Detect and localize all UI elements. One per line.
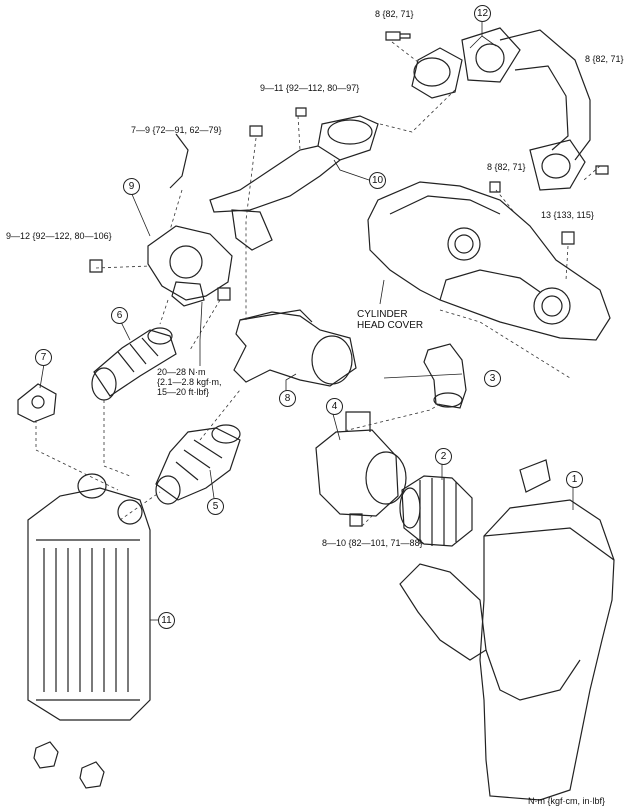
cylinder-head-cover <box>367 181 611 341</box>
torque-bolt-top-center: 9—11 {92—112, 80—97} <box>260 83 360 93</box>
callout-4: 4 <box>326 398 343 415</box>
callout-1: 1 <box>566 471 583 488</box>
part-12-air-pipe <box>411 27 591 191</box>
torque-bolt-left-mid: 9—12 {92—122, 80—106} <box>6 231 112 241</box>
torque-bolt-cover: 8 {82, 71} <box>487 162 526 172</box>
torque-bolt-12-left: 8 {82, 71} <box>375 9 414 19</box>
torque-nut-center: 20—28 N·m {2.1—2.8 kgf·m, 15—20 ft·lbf} <box>157 367 222 397</box>
part-11-intercooler <box>27 473 151 789</box>
part-3-small-hose <box>423 343 467 409</box>
cylinder-head-cover-label: CYLINDER HEAD COVER <box>357 309 424 331</box>
callout-8: 8 <box>279 390 296 407</box>
callout-5: 5 <box>207 498 224 515</box>
callout-11: 11 <box>158 612 175 629</box>
part-6-hose <box>91 327 177 401</box>
units-note: N·m {kgf·cm, in·lbf} <box>528 796 606 806</box>
part-1-air-cleaner <box>399 459 615 801</box>
callout-12: 12 <box>474 5 491 22</box>
torque-bolt-12-right: 8 {82, 71} <box>585 54 624 64</box>
part-4-airflow-sensor <box>315 411 407 517</box>
callout-6: 6 <box>111 307 128 324</box>
callout-leaders <box>39 22 574 621</box>
callout-7: 7 <box>35 349 52 366</box>
torque-bolt-left-upper: 7—9 {72—91, 62—79} <box>131 125 222 135</box>
torque-bolt-cover-right: 13 {133, 115} <box>541 210 594 220</box>
part-5-hose <box>155 424 241 505</box>
callout-10: 10 <box>369 172 386 189</box>
part-2-hose <box>399 475 473 547</box>
part-10-inlet-pipe <box>209 115 379 251</box>
part-7-bracket <box>17 383 57 423</box>
callout-3: 3 <box>484 370 501 387</box>
dashed-leaders <box>35 41 601 527</box>
part-8-duct <box>233 309 357 387</box>
part-9-throttle-body <box>147 133 233 307</box>
callout-2: 2 <box>435 448 452 465</box>
bolts <box>89 31 609 527</box>
callout-9: 9 <box>123 178 140 195</box>
torque-bolt-airflow: 8—10 {82—101, 71—88} <box>322 538 423 548</box>
